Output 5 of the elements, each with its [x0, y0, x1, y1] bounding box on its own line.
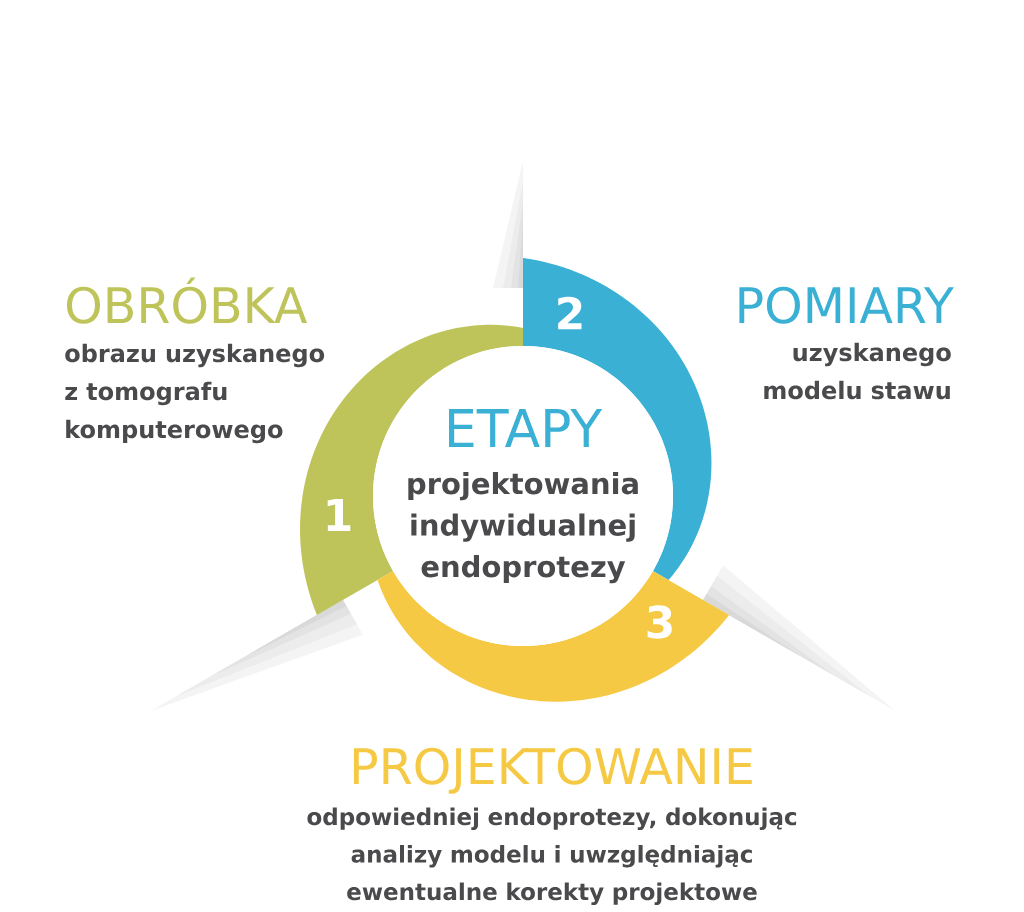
description: uzyskanego modelu stawu: [764, 342, 951, 400]
heading: OBRÓBKA: [66, 277, 308, 324]
heading: PROJEKTOWANIE: [353, 747, 752, 794]
description: odpowiedniej endoprotezy, dokonując analizy modelu i uwzględniając ewentualne korekty projektowe: [307, 807, 797, 905]
heading: POMIARY: [739, 286, 954, 324]
